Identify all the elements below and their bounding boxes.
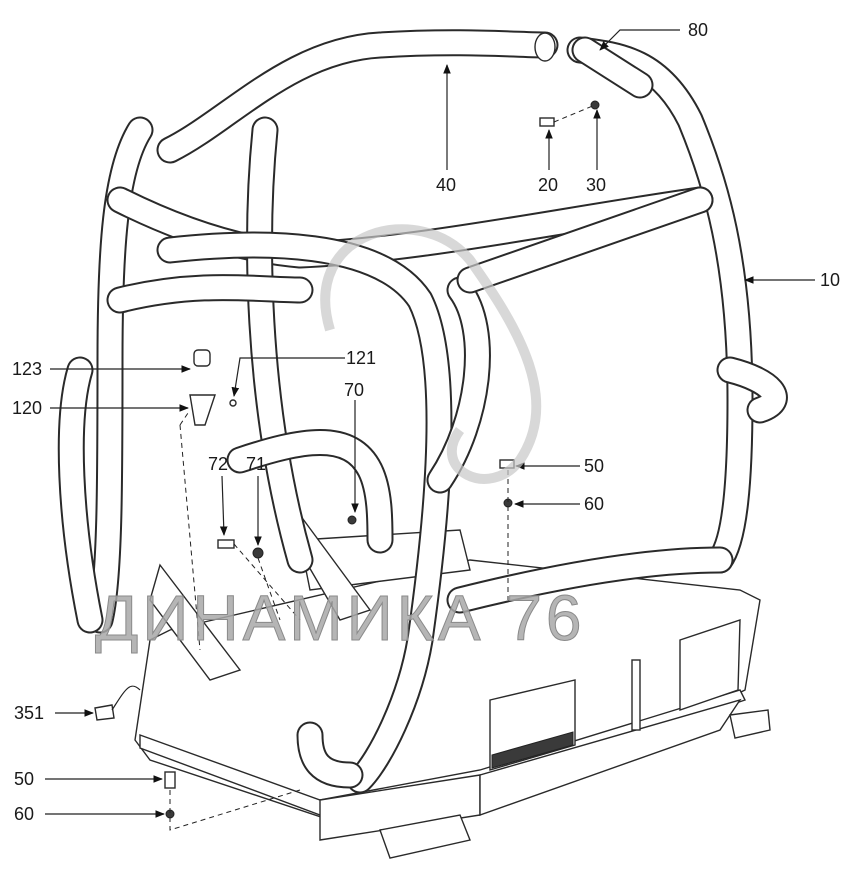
callout-labels: 80 40 20 30 10 123 121 120 70 72 71 50 6… <box>12 20 840 824</box>
watermark-text: ДИНАМИКА 76 <box>95 582 586 654</box>
callout-80: 80 <box>688 20 708 40</box>
callout-20: 20 <box>538 175 558 195</box>
callout-70: 70 <box>344 380 364 400</box>
callout-351: 351 <box>14 703 44 723</box>
assembly-lines <box>169 104 596 831</box>
callout-50-lower: 50 <box>14 769 34 789</box>
rops-frame <box>57 29 788 794</box>
watermark: ДИНАМИКА 76 <box>95 224 586 655</box>
cab-base <box>134 512 771 859</box>
callout-40: 40 <box>436 175 456 195</box>
callout-120: 120 <box>12 398 42 418</box>
callout-50-upper: 50 <box>584 456 604 476</box>
callout-60-lower: 60 <box>14 804 34 824</box>
callout-71: 71 <box>246 454 266 474</box>
callout-60-upper: 60 <box>584 494 604 514</box>
callout-leaders <box>45 29 815 818</box>
callout-123: 123 <box>12 359 42 379</box>
callout-10: 10 <box>820 270 840 290</box>
callout-72: 72 <box>208 454 228 474</box>
callout-30: 30 <box>586 175 606 195</box>
callout-121: 121 <box>346 348 376 368</box>
